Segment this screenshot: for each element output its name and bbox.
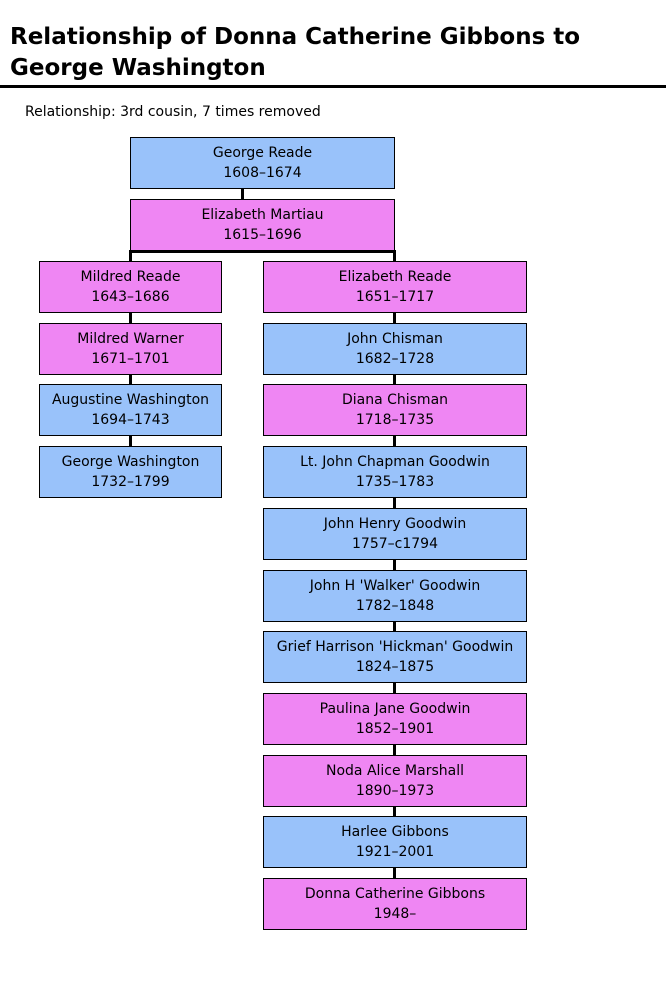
connector-line <box>129 436 132 447</box>
person-name: Mildred Reade <box>80 269 181 285</box>
connector-line <box>393 682 396 693</box>
person-name: Harlee Gibbons <box>341 824 449 841</box>
person-box: Lt. John Chapman Goodwin 1735–1783 <box>263 446 527 499</box>
person-name: Donna Catherine Gibbons <box>304 886 486 902</box>
person-dates: 1852–1901 <box>355 720 435 737</box>
person-box: Paulina Jane Goodwin 1852–1901 <box>263 692 527 745</box>
person-box: Mildred Warner 1671–1701 <box>39 322 222 375</box>
person-dates: 1824–1875 <box>355 659 435 676</box>
relationship-text: Relationship: 3rd cousin, 7 times remove… <box>25 104 321 120</box>
person-name: John Chisman <box>347 330 443 347</box>
person-dates: 1732–1799 <box>91 474 170 491</box>
person-box: Harlee Gibbons 1921–2001 <box>263 816 527 869</box>
person-box: Mildred Reade 1643–1686 <box>39 261 222 313</box>
person-dates: 1948– <box>373 906 417 922</box>
person-box: Grief Harrison 'Hickman' Goodwin 1824–187… <box>263 631 527 684</box>
connector-line <box>129 250 132 261</box>
connector-line <box>393 374 396 385</box>
connector-line <box>393 436 396 447</box>
person-box: Elizabeth Reade 1651–1717 <box>263 261 527 313</box>
connector-line <box>393 744 396 755</box>
person-name: Paulina Jane Goodwin <box>319 700 471 717</box>
person-box: Elizabeth Martiau 1615–1696 <box>130 199 395 251</box>
person-name: Mildred Warner <box>77 330 184 347</box>
connector-line <box>393 312 396 323</box>
person-box: John Henry Goodwin 1757–c1794 <box>263 507 527 560</box>
connector-line <box>393 806 396 817</box>
person-box: Augustine Washington 1694–1743 <box>39 384 222 437</box>
person-name: Elizabeth Reade <box>338 269 452 285</box>
person-name: Grief Harrison 'Hickman' Goodwin <box>276 639 514 656</box>
person-box: George Washington 1732–1799 <box>39 446 222 499</box>
person-name: Noda Alice Marshall <box>325 762 464 779</box>
connector-line <box>129 374 132 385</box>
person-dates: 1757–c1794 <box>352 535 438 552</box>
person-name: John Henry Goodwin <box>323 515 467 532</box>
connector-line <box>129 312 132 323</box>
person-dates: 1682–1728 <box>355 350 435 367</box>
connector-line <box>241 189 244 199</box>
person-box: George Reade 1608–1674 <box>130 137 395 189</box>
person-dates: 1608–1674 <box>223 165 302 181</box>
connector-line <box>393 868 396 878</box>
person-dates: 1671–1701 <box>91 350 170 367</box>
person-name: Augustine Washington <box>51 392 210 409</box>
person-name: George Washington <box>61 454 200 471</box>
person-dates: 1643–1686 <box>91 289 170 305</box>
connector-line <box>393 559 396 570</box>
person-dates: 1694–1743 <box>91 412 170 429</box>
person-dates: 1718–1735 <box>355 412 435 429</box>
person-box: Diana Chisman 1718–1735 <box>263 384 527 437</box>
page-title: Relationship of Donna Catherine Gibbons … <box>10 24 581 81</box>
person-dates: 1921–2001 <box>355 844 435 861</box>
person-dates: 1615–1696 <box>223 227 302 243</box>
connector-line <box>393 621 396 632</box>
connector-line <box>129 250 396 253</box>
person-box: John H 'Walker' Goodwin 1782–1848 <box>263 569 527 622</box>
person-name: Diana Chisman <box>341 392 449 409</box>
person-name: Lt. John Chapman Goodwin <box>300 454 490 471</box>
person-name: John H 'Walker' Goodwin <box>309 577 481 594</box>
person-dates: 1890–1973 <box>355 782 435 799</box>
person-dates: 1651–1717 <box>355 289 435 305</box>
connector-line <box>393 250 396 261</box>
person-box: John Chisman 1682–1728 <box>263 322 527 375</box>
person-box: Donna Catherine Gibbons 1948– <box>263 878 527 930</box>
person-dates: 1735–1783 <box>355 474 435 491</box>
person-name: George Reade <box>212 145 313 161</box>
person-name: Elizabeth Martiau <box>201 207 324 223</box>
connector-line <box>393 497 396 508</box>
person-dates: 1782–1848 <box>355 597 435 614</box>
person-box: Noda Alice Marshall 1890–1973 <box>263 754 527 807</box>
title-divider <box>0 85 666 88</box>
